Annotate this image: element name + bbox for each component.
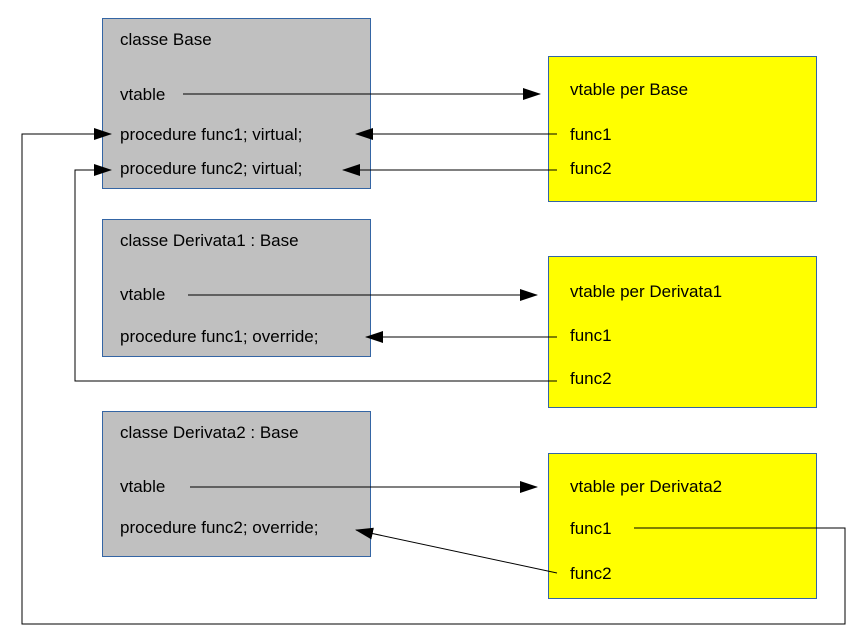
vtable-entry-base-func2: func2 [570, 159, 612, 178]
vtable-entry-derivata2-func2: func2 [570, 564, 612, 583]
class-box-derivata1 [102, 219, 371, 357]
vtable-title-base: vtable per Base [570, 80, 689, 99]
class-title-derivata2: classe Derivata2 : Base [120, 423, 299, 442]
vtable-box-base [548, 56, 817, 202]
class-method-base-func1: procedure func1; virtual; [120, 125, 303, 144]
class-vtable-label-derivata2: vtable [120, 477, 166, 496]
vtable-box-derivata1 [548, 256, 817, 408]
class-box-derivata2 [102, 411, 371, 557]
class-method-base-func2: procedure func2; virtual; [120, 159, 303, 178]
class-method-derivata2-func2: procedure func2; override; [120, 518, 319, 537]
arrow-derivata2-func2 [355, 527, 558, 574]
class-title-derivata1: classe Derivata1 : Base [120, 231, 299, 250]
vtable-entry-base-func1: func1 [570, 125, 612, 144]
vtable-entry-derivata1-func2: func2 [570, 369, 612, 388]
class-vtable-label-derivata1: vtable [120, 285, 166, 304]
vtable-entry-derivata1-func1: func1 [570, 326, 612, 345]
vtable-title-derivata1: vtable per Derivata1 [570, 282, 723, 301]
vtable-title-derivata2: vtable per Derivata2 [570, 477, 723, 496]
class-box-base [102, 18, 371, 189]
class-title-base: classe Base [120, 30, 212, 49]
arrow-derivata1-func2 [74, 164, 557, 382]
class-vtable-label-base: vtable [120, 85, 166, 104]
arrow-derivata2-func1 [21, 128, 846, 625]
class-method-derivata1-func1: procedure func1; override; [120, 327, 319, 346]
vtable-entry-derivata2-func1: func1 [570, 519, 612, 538]
vtable-box-derivata2 [548, 453, 817, 599]
